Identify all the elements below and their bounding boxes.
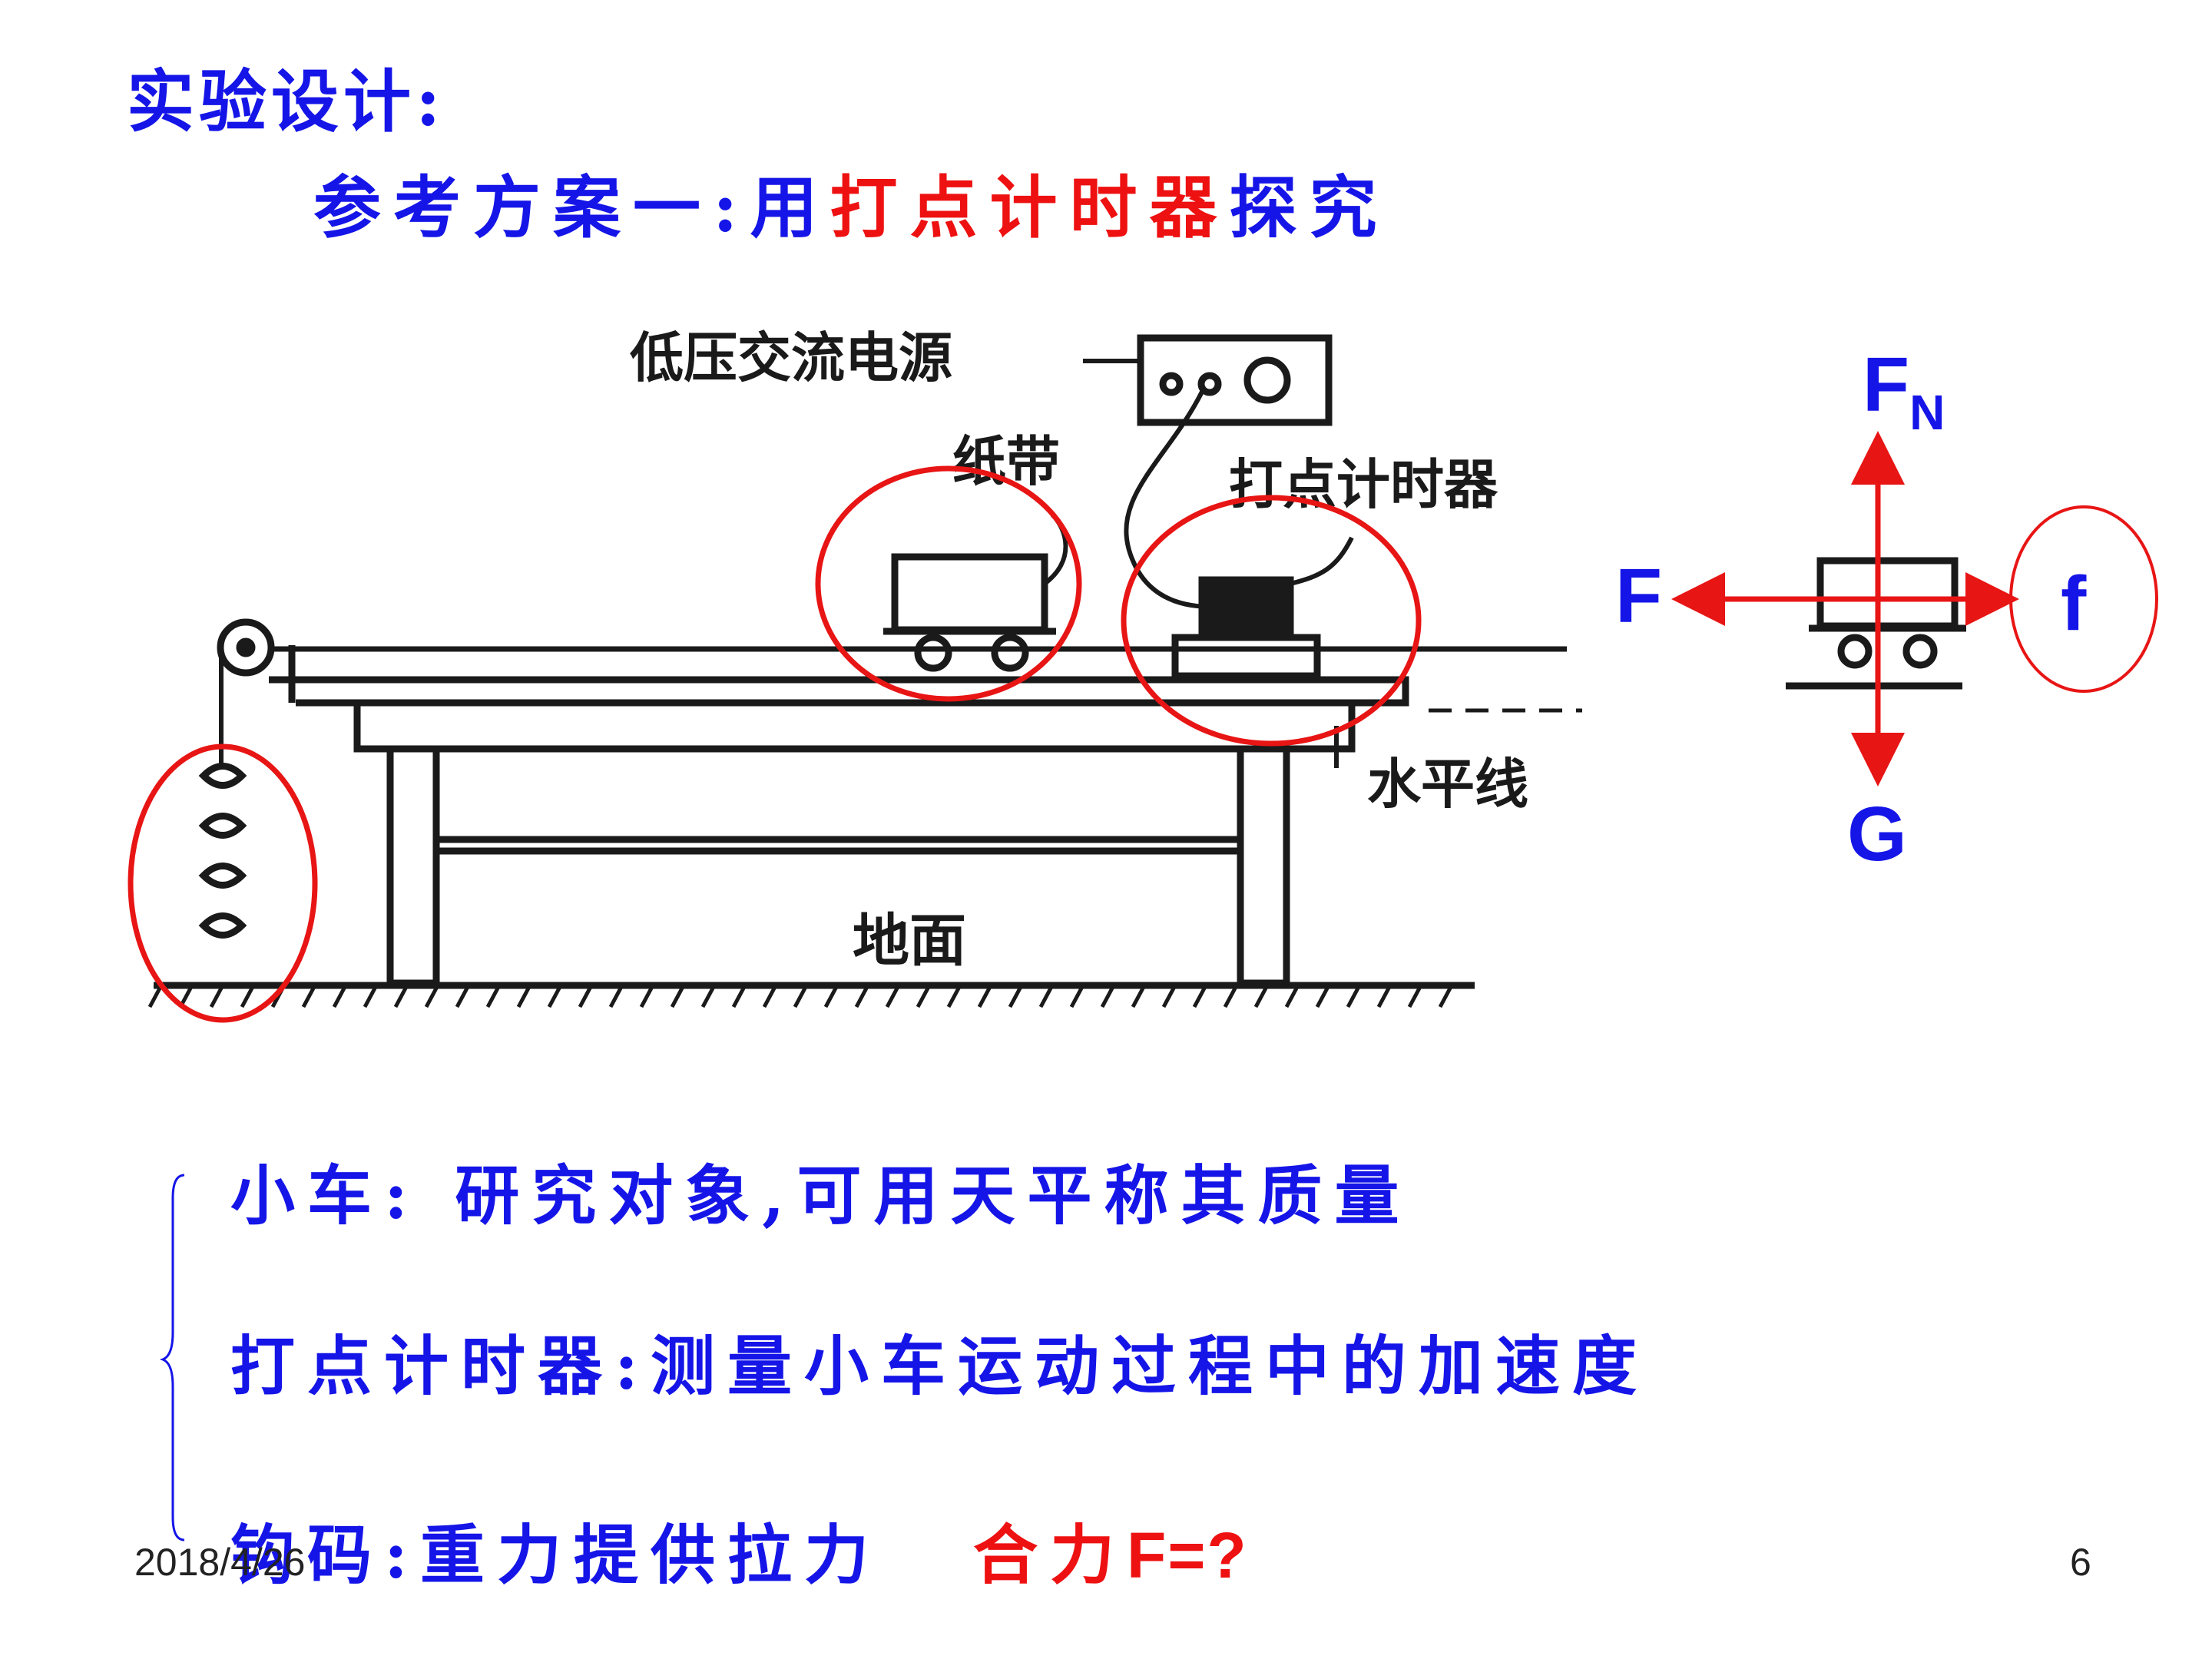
subtitle-highlight: 打点计时器	[830, 167, 1230, 247]
force-diagram: FN F f G	[1615, 342, 2158, 877]
highlight-timer	[1121, 495, 1422, 747]
power-knob	[1243, 356, 1291, 404]
timer-body	[1198, 576, 1294, 641]
note-cart: 小车: 研究对象,可用天平称其质量	[230, 1157, 1412, 1233]
subtitle-suffix: 探究	[1229, 167, 1389, 247]
slide-subtitle: 参考方案一:用打点计时器探究	[313, 154, 1389, 251]
note-weights-line: 钩码:重力提供拉力 合力F=?	[230, 1504, 1248, 1597]
track-board	[269, 676, 1409, 707]
left-brace	[159, 1174, 185, 1541]
friction-highlight	[2009, 505, 2158, 693]
table-leg-left	[386, 745, 440, 987]
page-number: 6	[2070, 1541, 2091, 1584]
label-power-supply: 低压交流电源	[630, 326, 952, 389]
power-supply-box	[1137, 334, 1333, 426]
highlight-cart	[815, 465, 1082, 702]
timer-leader	[1290, 536, 1354, 586]
cart-wheel-right	[991, 634, 1029, 672]
timer-wire	[1124, 390, 1214, 609]
resultant-formula: F=?	[1127, 1519, 1248, 1591]
cart-body	[891, 553, 1048, 634]
note-timer: 打点计时器:测量小车运动过程中的加速度	[230, 1328, 1650, 1404]
label-ground: 地面	[853, 908, 966, 974]
normal-force-label: FN	[1863, 342, 1945, 440]
timer-base	[1171, 634, 1321, 680]
cart-wheel-left	[914, 634, 952, 672]
force-cart-wheel-left	[1837, 634, 1873, 669]
slide-date: 2018/4/26	[134, 1541, 306, 1584]
gravity-label: G	[1847, 791, 1907, 877]
hook-weights	[198, 763, 247, 939]
table-top	[353, 703, 1356, 753]
note-weights: 钩码:重力提供拉力	[230, 1517, 882, 1593]
slide-title: 实验设计:	[127, 61, 445, 141]
subtitle-prefix: 参考方案一:用	[313, 167, 830, 247]
power-terminal-middle	[1197, 372, 1222, 396]
resultant-prefix: 合力	[973, 1517, 1128, 1593]
force-cart-body	[1816, 557, 1959, 630]
apparatus-drawing	[147, 334, 1582, 1008]
label-timer: 打点计时器	[1229, 453, 1498, 516]
pulley-axle	[236, 637, 256, 657]
label-horizontal-line: 水平线	[1367, 753, 1528, 816]
highlight-ellipses	[127, 465, 1422, 1023]
pull-force-label: F	[1615, 553, 1662, 639]
friction-label: f	[2061, 561, 2087, 647]
label-paper-tape: 纸带	[952, 430, 1060, 493]
power-terminal-left	[1159, 372, 1184, 396]
table-leg-right	[1237, 745, 1290, 987]
highlight-weights	[127, 743, 318, 1023]
pulley	[217, 618, 275, 677]
force-cart-wheel-right	[1902, 634, 1938, 669]
